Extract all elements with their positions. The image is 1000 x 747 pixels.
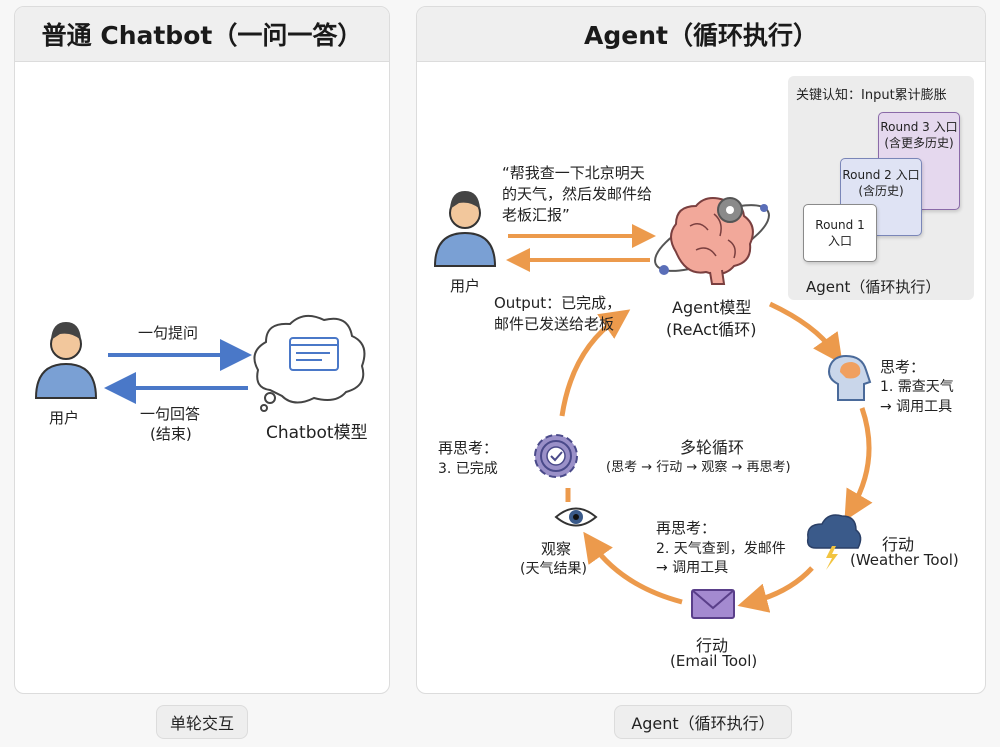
head-brain-icon xyxy=(828,354,872,401)
gear-check-icon xyxy=(534,434,578,478)
chatbot-model-label: Chatbot模型 xyxy=(266,423,368,443)
output-line-2: 邮件已发送给老板 xyxy=(494,315,615,333)
agent-user-label: 用户 xyxy=(450,277,481,295)
brain-gear-icon xyxy=(654,197,770,285)
weather-action-sub: (Weather Tool) xyxy=(850,551,959,569)
output-line-1: Output：已完成， xyxy=(494,294,622,312)
agent-panel-title: Agent（循环执行） xyxy=(417,7,985,62)
round3-label: Round 3 入口 xyxy=(880,120,958,134)
cycle-arrow-5 xyxy=(559,309,631,417)
ask-label: 一句提问 xyxy=(138,324,199,342)
agent-model-label: Agent模型 xyxy=(672,298,752,317)
observe-sub: (天气结果) xyxy=(520,561,587,577)
answer-end-label: (结束) xyxy=(150,425,192,443)
round3-sub: (含更多历史) xyxy=(884,136,954,150)
cycle-arrow-2 xyxy=(844,407,873,521)
thought-bubble-icon xyxy=(253,314,366,412)
email-action-sub: (Email Tool) xyxy=(670,652,758,670)
email-action-title: 行动 xyxy=(696,636,729,655)
eye-icon xyxy=(554,507,598,527)
cycle-arrow-3 xyxy=(737,566,814,613)
round2-sub: (含历史) xyxy=(858,184,904,198)
chatbot-panel-title: 普通 Chatbot（一问一答） xyxy=(15,7,389,62)
storm-cloud-icon xyxy=(806,514,862,570)
think-line-2: → 调用工具 xyxy=(880,399,953,415)
agent-model-sub: (ReAct循环) xyxy=(666,320,757,339)
round1-sub: 入口 xyxy=(827,234,852,248)
rethink2-line-1: 2. 天气查到，发邮件 xyxy=(656,541,786,557)
insight-caption: Agent（循环执行） xyxy=(806,278,941,296)
rethink3-line-1: 3. 已完成 xyxy=(438,461,498,477)
user-icon xyxy=(34,322,98,399)
request-line-2: 的天气，然后发邮件给 xyxy=(502,185,653,203)
think-line-1: 1. 需查天气 xyxy=(880,379,954,395)
observe-title: 观察 xyxy=(541,540,572,558)
chatbot-footer-label: 单轮交互 xyxy=(156,705,248,739)
chatbot-user-label: 用户 xyxy=(49,409,80,427)
rethink2-title: 再思考： xyxy=(656,519,717,537)
envelope-icon xyxy=(691,589,735,619)
loop-title: 多轮循环 xyxy=(680,438,745,457)
loop-subtitle: (思考 → 行动 → 观察 → 再思考) xyxy=(606,460,791,475)
answer-label: 一句回答 xyxy=(140,405,201,423)
cycle-arrow-4 xyxy=(583,531,683,605)
weather-action-title: 行动 xyxy=(882,535,915,554)
round2-label: Round 2 入口 xyxy=(842,168,920,182)
cycle-arrow-1 xyxy=(768,301,843,365)
round1-card: Round 1 入口 xyxy=(803,204,877,262)
rethink2-line-2: → 调用工具 xyxy=(656,560,729,576)
round1-label: Round 1 xyxy=(815,218,865,232)
user-icon xyxy=(433,191,497,267)
request-line-1: “帮我查一下北京明天 xyxy=(502,164,645,182)
insight-title: 关键认知：Input累计膨胀 xyxy=(796,88,947,103)
request-line-3: 老板汇报” xyxy=(502,206,570,224)
rethink3-title: 再思考： xyxy=(438,439,499,457)
think-title: 思考： xyxy=(880,358,926,376)
agent-footer-label: Agent（循环执行） xyxy=(614,705,792,739)
